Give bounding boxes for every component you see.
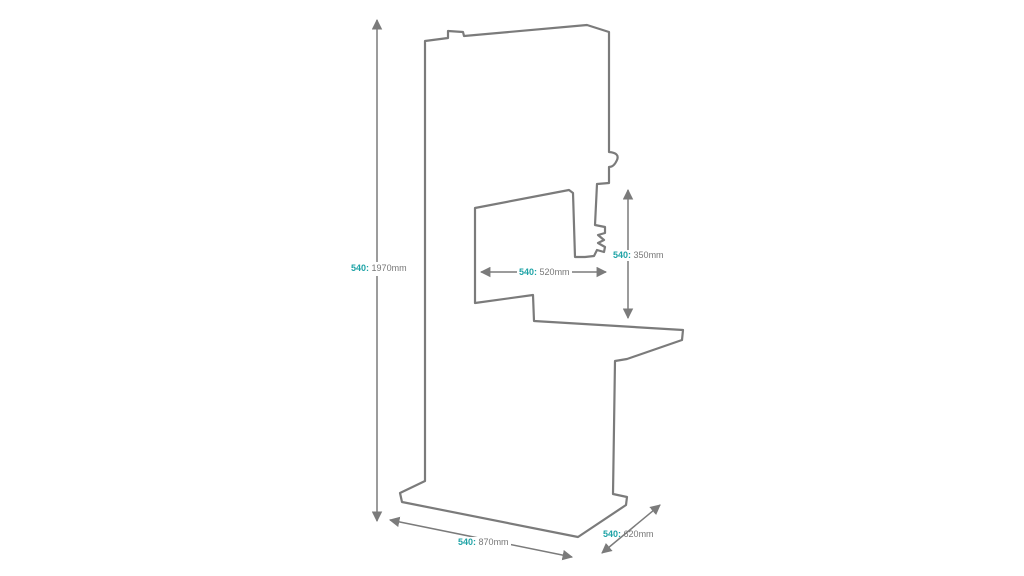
model-code: 540 <box>351 263 367 273</box>
base-width-label: 540: 870mm <box>456 537 511 548</box>
bandsaw-outline <box>398 23 685 539</box>
model-code: 540 <box>613 250 629 260</box>
height-label: 540: 1970mm <box>349 263 409 274</box>
height-value: 1970mm <box>371 263 407 273</box>
model-code: 540 <box>603 529 619 539</box>
model-code: 540 <box>519 267 535 277</box>
throat-width-label: 540: 520mm <box>517 267 572 278</box>
cut-height-label: 540: 350mm <box>611 250 666 261</box>
base-depth-value: 620mm <box>623 529 654 539</box>
model-code: 540 <box>458 537 474 547</box>
base-depth-arrow <box>601 504 661 554</box>
cut-height-value: 350mm <box>633 250 664 260</box>
base-width-value: 870mm <box>478 537 509 547</box>
base-depth-label: 540: 620mm <box>603 529 654 539</box>
throat-width-value: 520mm <box>539 267 570 277</box>
